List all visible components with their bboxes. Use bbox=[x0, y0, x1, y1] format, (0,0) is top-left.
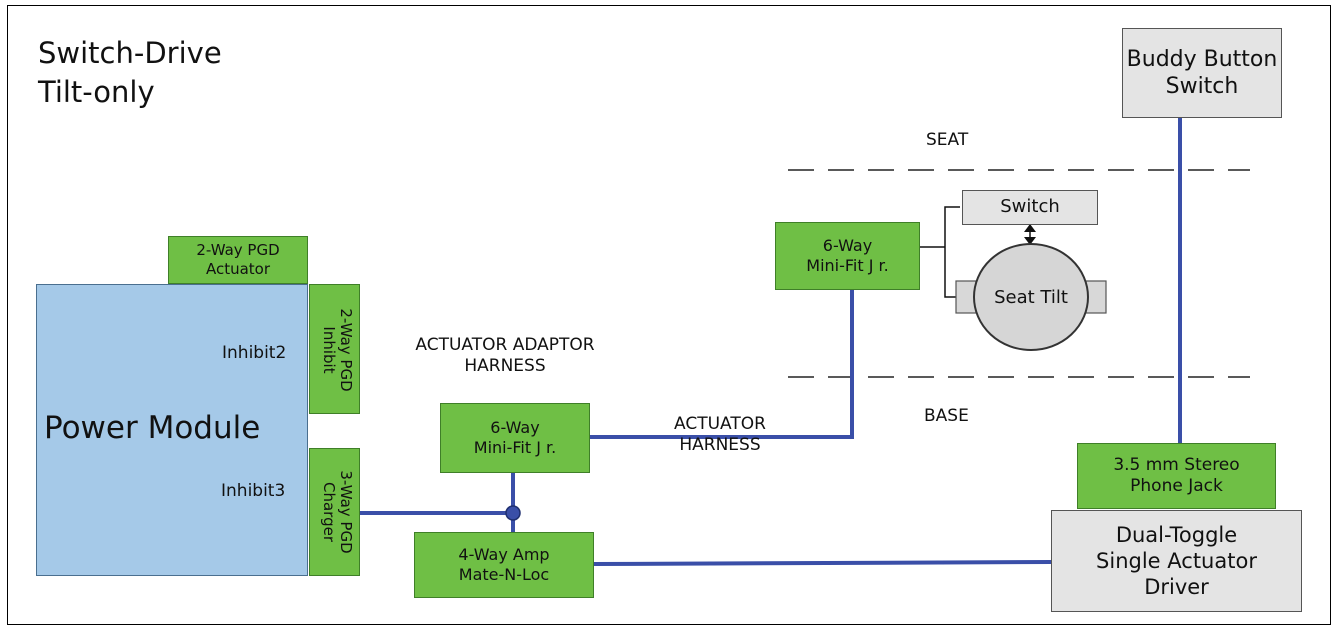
minifit-connector-lower: 6-Way Mini-Fit J r. bbox=[440, 403, 590, 473]
minifit-connector-upper: 6-Way Mini-Fit J r. bbox=[775, 222, 920, 290]
pgd-inhibit-connector bbox=[309, 284, 360, 414]
pgd-charger-connector bbox=[309, 448, 360, 576]
buddy-button-switch: Buddy Button Switch bbox=[1122, 28, 1282, 118]
wire-amp-to-driver bbox=[592, 560, 1053, 566]
power-module bbox=[36, 284, 308, 576]
pgd-inhibit-label: 2-Way PGD Inhibit bbox=[319, 308, 355, 392]
pgd-charger-label: 3-Way PGD Charger bbox=[319, 470, 355, 554]
amp-connector: 4-Way Amp Mate-N-Loc bbox=[414, 532, 594, 598]
pgd-actuator-connector: 2-Way PGD Actuator bbox=[168, 236, 308, 284]
power-module-label: Power Module bbox=[44, 410, 261, 446]
actuator-harness-label: ACTUATOR HARNESS bbox=[674, 414, 766, 456]
diagram-title-line1: Switch-Drive bbox=[38, 36, 222, 70]
inhibit3-label: Inhibit3 bbox=[221, 481, 286, 501]
seat-switch: Switch bbox=[962, 190, 1098, 225]
seat-tilt-label: Seat Tilt bbox=[994, 287, 1068, 308]
wire-actuator-harness bbox=[588, 288, 854, 439]
phone-jack-connector: 3.5 mm Stereo Phone Jack bbox=[1077, 443, 1276, 509]
inhibit2-label: Inhibit2 bbox=[222, 343, 287, 363]
wire-junction-dot bbox=[505, 505, 521, 521]
base-zone-label: BASE bbox=[924, 406, 969, 426]
actuator-driver: Dual-Toggle Single Actuator Driver bbox=[1051, 510, 1302, 612]
arrow-up bbox=[1024, 224, 1036, 232]
bracket-switch-motor bbox=[944, 206, 960, 298]
actuator-adaptor-harness-label: ACTUATOR ADAPTOR HARNESS bbox=[415, 335, 595, 377]
arrow-down bbox=[1024, 237, 1036, 245]
diagram-frame bbox=[7, 5, 1331, 625]
seat-tilt-motor bbox=[973, 243, 1089, 351]
seat-zone-label: SEAT bbox=[926, 130, 969, 150]
diagram-title-line2: Tilt-only bbox=[38, 75, 155, 109]
